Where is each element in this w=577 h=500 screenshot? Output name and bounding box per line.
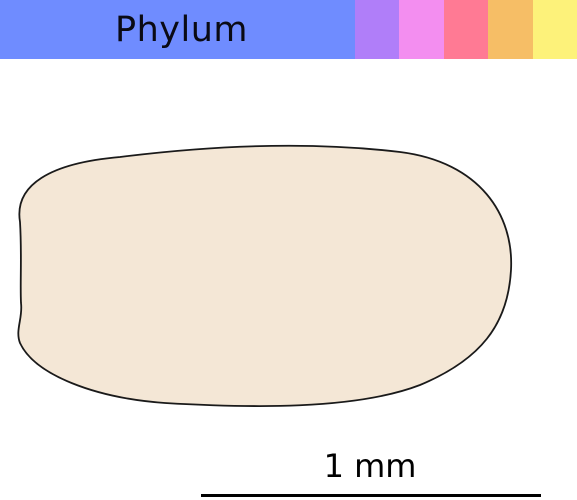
swatch-orange [488,0,533,59]
scale-bar [201,494,541,497]
taxonomic-rank-bar: Phylum [0,0,577,59]
swatch-rose [443,0,489,59]
seed-outline [17,144,513,408]
swatch-purple [355,0,400,59]
swatch-yellow [532,0,577,59]
rank-main-block: Phylum [0,0,355,59]
rank-label: Phylum [114,9,248,50]
swatch-pink [399,0,444,59]
scale-bar-label: 1 mm [323,447,417,485]
